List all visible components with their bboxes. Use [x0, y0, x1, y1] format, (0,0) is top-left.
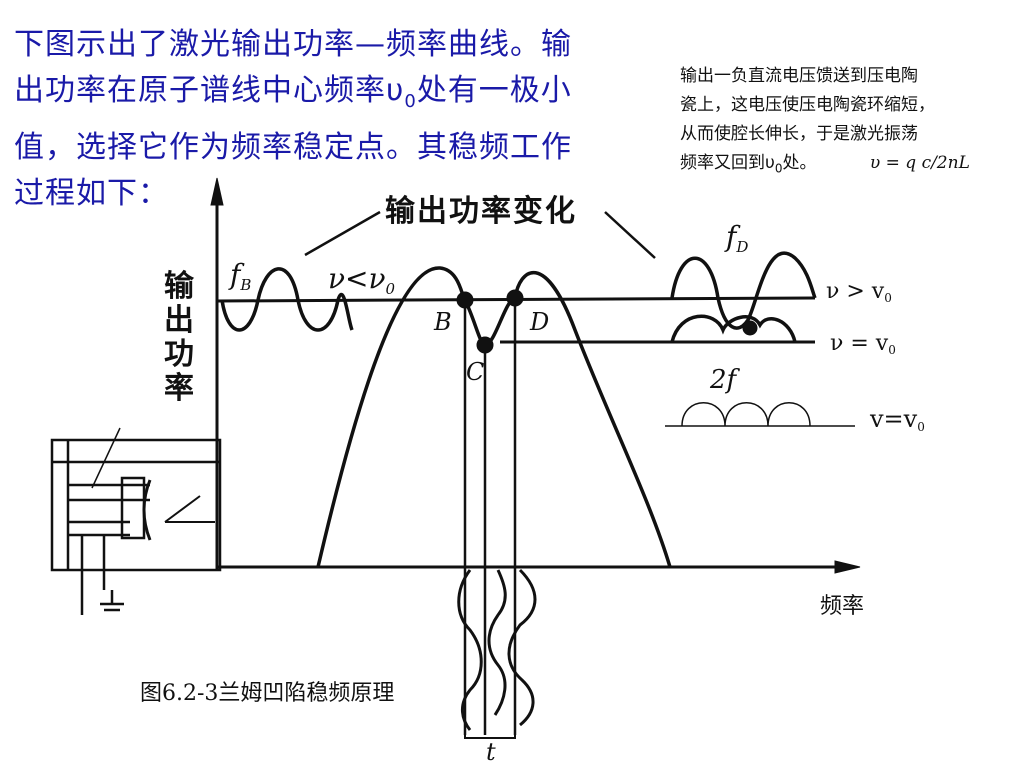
label-b: B: [433, 308, 452, 336]
frequency-formula: υ = q c/2nL: [869, 153, 970, 173]
label-fd: fD: [724, 220, 748, 256]
wave-fd: [670, 251, 817, 330]
leader-line-right: [604, 211, 656, 259]
dot-mid-right: [742, 320, 758, 336]
note-line-4: 频率又回到υ0处。 υ = q c/2nL: [680, 153, 970, 176]
t-bracket: [464, 730, 516, 739]
label-fb: fB: [228, 258, 251, 294]
intro-line-4: 过程如下：: [14, 176, 169, 211]
y-axis-label: 输出功率: [164, 269, 194, 406]
label-nu-equal: ν = v0: [830, 331, 896, 357]
intro-line-1: 下图示出了激光输出功率—频率曲线。输: [14, 27, 572, 62]
x-axis-label: 频率: [820, 594, 865, 619]
note-line-3: 从而使腔长伸长，于是激光振荡: [680, 124, 918, 144]
laser-apparatus-sketch: [50, 427, 222, 615]
label-c: C: [466, 358, 484, 386]
wave-2f-lower: [681, 402, 811, 427]
label-2f: 2f: [709, 365, 741, 395]
note-line-1: 输出一负直流电压馈送到压电陶: [680, 66, 918, 86]
wave-fb: [220, 267, 354, 332]
bottom-wave-mid: [487, 569, 507, 716]
power-curve: [316, 266, 672, 568]
label-v-equal: v=v0: [869, 405, 925, 434]
feedback-note: 输出一负直流电压馈送到压电陶 瓷上，这电压使压电陶瓷环缩短， 从而使腔长伸长，于…: [680, 62, 1024, 183]
power-change-header: 输出功率变化: [385, 194, 577, 229]
label-nu-less: ν<ν0: [328, 262, 396, 298]
note-line-2: 瓷上，这电压使压电陶瓷环缩短，: [680, 95, 935, 115]
wave-2f-mid: [670, 314, 797, 343]
point-c: [476, 336, 494, 354]
bottom-wave-left: [457, 569, 483, 731]
label-d: D: [529, 308, 549, 336]
figure-caption: 图6.2-3兰姆凹陷稳频原理: [140, 681, 395, 706]
intro-line-3: 值，选择它作为频率稳定点。其稳频工作: [14, 130, 572, 165]
label-t: t: [486, 738, 496, 766]
leader-line-left: [304, 210, 381, 257]
intro-line-2: 出功率在原子谱线中心频率υ0处有一极小: [14, 73, 572, 112]
bottom-wave-right: [507, 568, 537, 727]
x-axis-arrow: [834, 560, 861, 574]
y-axis-arrow: [210, 177, 224, 206]
point-b: [456, 291, 474, 309]
intro-paragraph: 下图示出了激光输出功率—频率曲线。输 出功率在原子谱线中心频率υ0处有一极小 值…: [14, 22, 639, 217]
point-d: [506, 289, 524, 307]
label-nu-greater: ν > v0: [826, 279, 892, 305]
